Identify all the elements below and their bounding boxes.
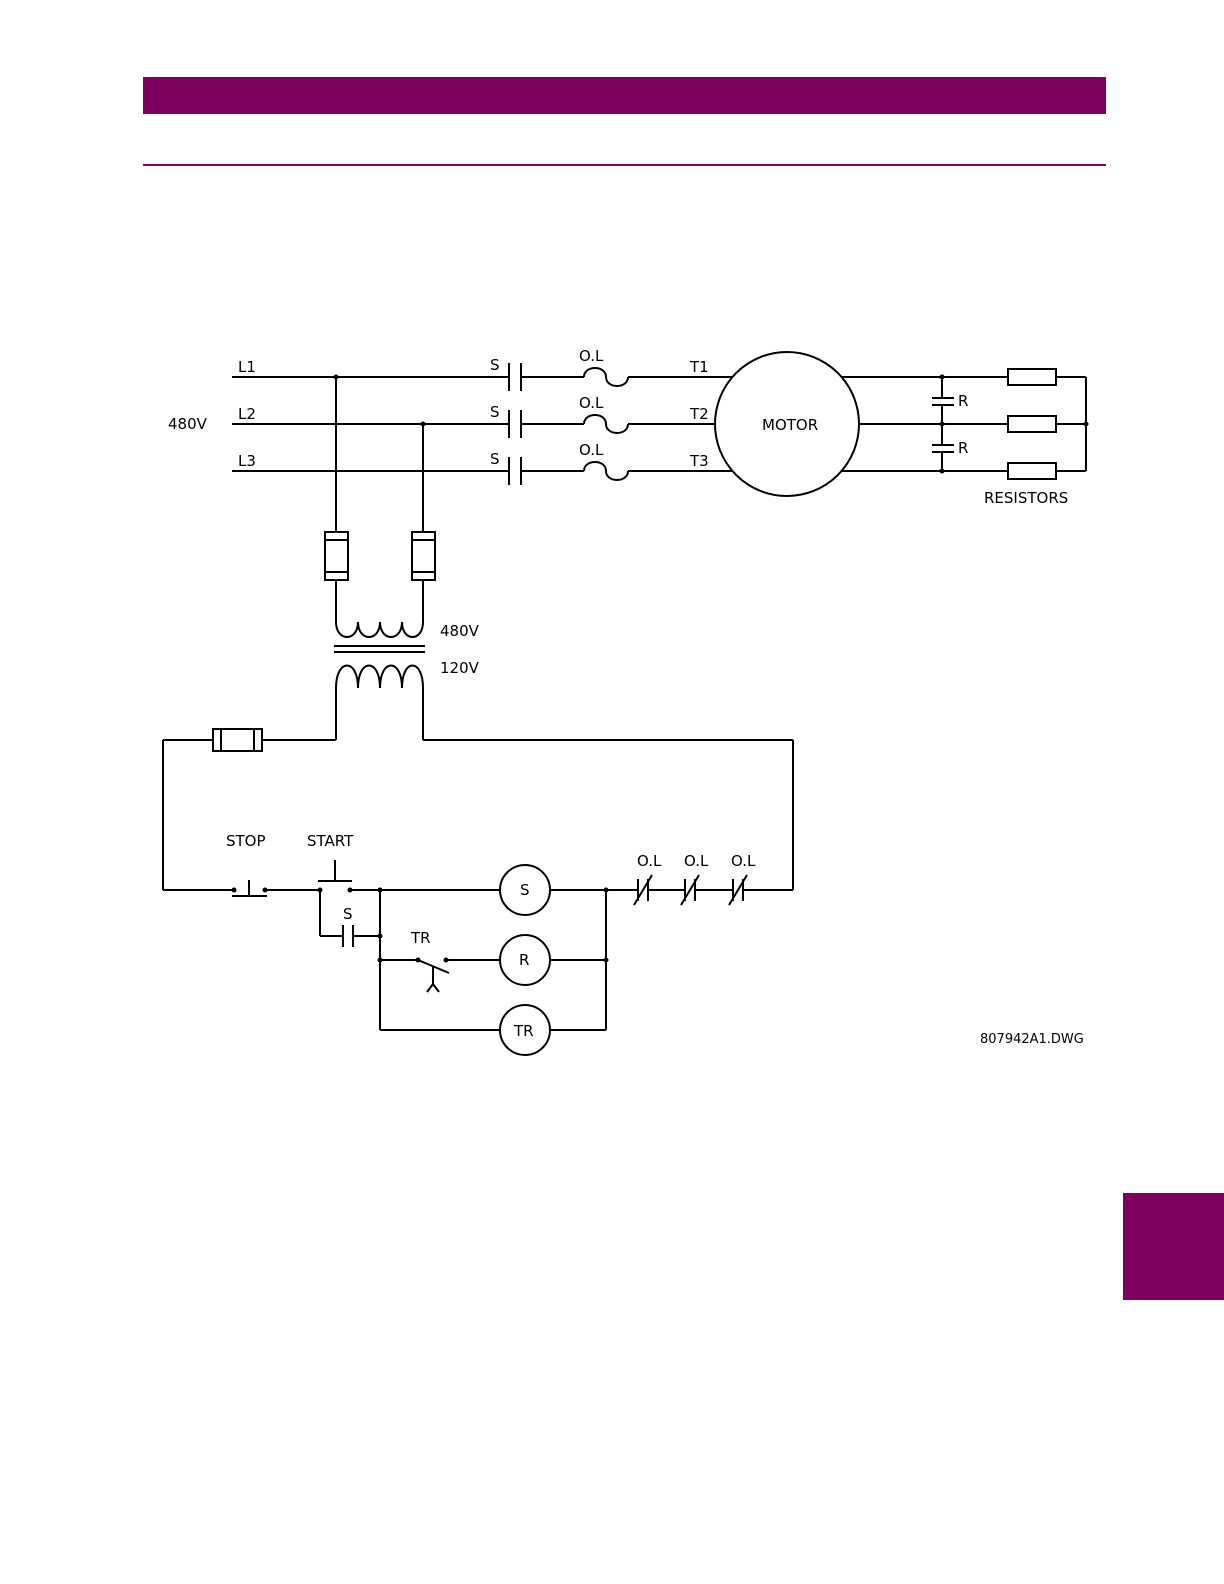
label-primary-voltage: 480V bbox=[440, 622, 480, 640]
label-resistors: RESISTORS bbox=[984, 489, 1068, 507]
label-s-l1: S bbox=[490, 356, 500, 374]
power-lines bbox=[232, 377, 732, 471]
label-r-contact-2: R bbox=[958, 439, 968, 457]
drawing-id: 807942A1.DWG bbox=[980, 1032, 1084, 1047]
resistor-network bbox=[842, 369, 1089, 479]
label-s-l2: S bbox=[490, 403, 500, 421]
label-r-contact-1: R bbox=[958, 392, 968, 410]
label-t3: T3 bbox=[689, 452, 709, 470]
label-ol-nc-1: O.L bbox=[637, 852, 662, 870]
label-coil-s: S bbox=[520, 881, 530, 899]
label-l2: L2 bbox=[238, 405, 256, 423]
label-start: START bbox=[307, 832, 354, 850]
label-secondary-voltage: 120V bbox=[440, 659, 480, 677]
s-contacts-main bbox=[509, 363, 521, 485]
label-ol-3: O.L bbox=[579, 441, 604, 459]
label-s-sealin: S bbox=[343, 905, 353, 923]
label-l3: L3 bbox=[238, 452, 256, 470]
label-coil-tr: TR bbox=[513, 1022, 534, 1040]
control-transformer bbox=[325, 375, 435, 741]
label-ol-nc-3: O.L bbox=[731, 852, 756, 870]
label-coil-r: R bbox=[519, 951, 529, 969]
label-s-l3: S bbox=[490, 450, 500, 468]
label-supply-voltage: 480V bbox=[168, 415, 208, 433]
label-t1: T1 bbox=[689, 358, 709, 376]
label-tr-contact: TR bbox=[410, 929, 431, 947]
overload-heaters bbox=[584, 368, 628, 480]
label-stop: STOP bbox=[226, 832, 266, 850]
label-ol-2: O.L bbox=[579, 394, 604, 412]
label-ol-nc-2: O.L bbox=[684, 852, 709, 870]
label-motor: MOTOR bbox=[762, 416, 818, 434]
label-l1: L1 bbox=[238, 358, 256, 376]
control-circuit bbox=[163, 729, 793, 1055]
label-ol-1: O.L bbox=[579, 347, 604, 365]
label-t2: T2 bbox=[689, 405, 709, 423]
